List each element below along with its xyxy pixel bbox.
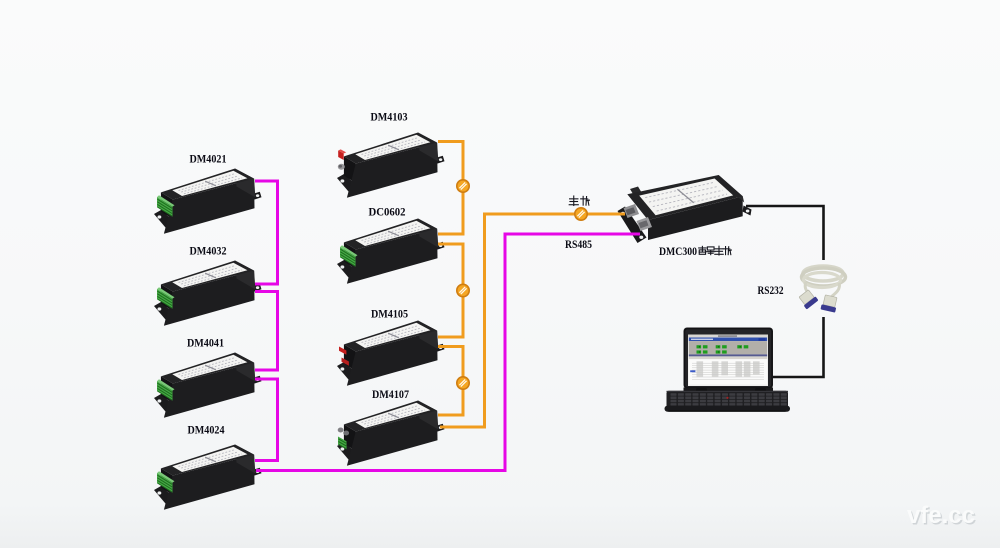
- svg-text:RS485: RS485: [565, 239, 592, 251]
- svg-text:DM4103: DM4103: [371, 110, 408, 124]
- svg-text:vfe.cc: vfe.cc: [908, 503, 976, 530]
- svg-text:vfe.cc: vfe.cc: [907, 502, 975, 529]
- svg-text:DM4107: DM4107: [372, 387, 409, 401]
- svg-text:DMC300: DMC300: [659, 246, 697, 258]
- svg-text:DM4032: DM4032: [190, 244, 227, 258]
- svg-text:DM4105: DM4105: [371, 307, 408, 321]
- svg-text:DM4024: DM4024: [188, 423, 225, 437]
- svg-text:DM4021: DM4021: [190, 152, 227, 166]
- svg-text:RS232: RS232: [758, 285, 784, 297]
- svg-text:DC0602: DC0602: [369, 205, 406, 219]
- svg-text:DM4041: DM4041: [187, 336, 224, 350]
